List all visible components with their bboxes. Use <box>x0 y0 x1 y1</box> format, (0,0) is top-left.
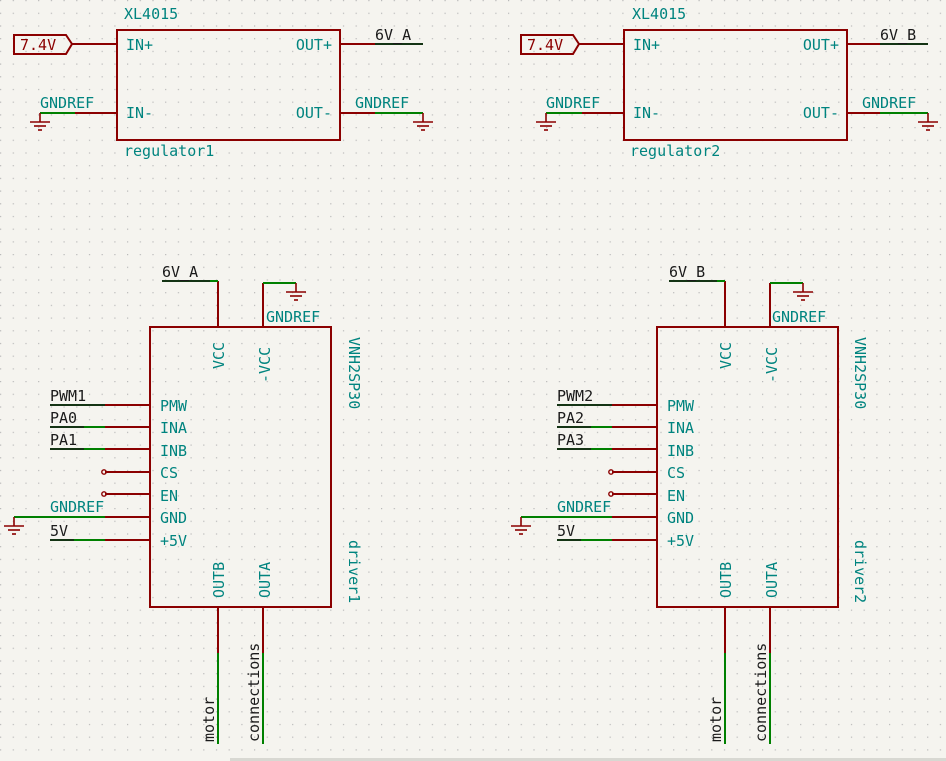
driver-2-pin-gnd: GND <box>667 509 694 527</box>
driver-2-net-5v: 5V <box>557 522 575 540</box>
regulator-1-pin-in-pos: IN+ <box>126 36 153 54</box>
driver-2-pin-pmw: PMW <box>667 397 695 415</box>
regulator-2-gnd-right-icon <box>918 113 938 131</box>
driver-1-pin-cs: CS <box>160 464 178 482</box>
driver-1-net-motor: motor <box>200 697 218 742</box>
driver-2-pin-inb: INB <box>667 442 694 460</box>
regulator-2-input-flag[interactable] <box>520 34 581 55</box>
regulator-2-gnd-right-label: GNDREF <box>862 94 916 112</box>
driver-2-pin-outa: OUTA <box>763 562 781 598</box>
driver-1-body[interactable] <box>149 326 332 608</box>
driver-1-pin-ina: INA <box>160 419 187 437</box>
regulator-1-pin-out-pos: OUT+ <box>296 36 332 54</box>
regulator-2-ref: regulator2 <box>630 142 720 160</box>
driver-1-gnd-top-icon <box>286 283 306 301</box>
regulator-2-input-label: 7.4V <box>527 36 563 54</box>
regulator-2-part: XL4015 <box>632 5 686 23</box>
regulator-2-gnd-left-icon <box>536 113 556 131</box>
regulator-1-gnd-left-label: GNDREF <box>40 94 94 112</box>
regulator-2-pin-out-neg: OUT- <box>803 104 839 122</box>
driver-1-gnd-left-icon <box>4 517 24 535</box>
driver-2-en-unconnected <box>608 491 614 497</box>
driver-1-ref: driver1 <box>345 540 363 603</box>
driver-2-net-pwm: PWM2 <box>557 387 593 405</box>
driver-1-net-inb: PA1 <box>50 431 77 449</box>
driver-1-part: VNH2SP30 <box>345 337 363 409</box>
driver-2-net-motor: motor <box>707 697 725 742</box>
driver-2-gnd-top-icon <box>793 283 813 301</box>
regulator-2-pin-in-neg: IN- <box>633 104 660 122</box>
regulator-1-input-flag[interactable] <box>13 34 74 55</box>
driver-2-pin-outb: OUTB <box>717 562 735 598</box>
driver-1-net-gnd: GNDREF <box>50 498 104 516</box>
driver-2-pin-vcc: VCC <box>717 342 735 369</box>
driver-1-en-unconnected <box>101 491 107 497</box>
regulator-2-body[interactable] <box>623 29 848 141</box>
regulator-1-ref: regulator1 <box>124 142 214 160</box>
driver-2-net-connections: connections <box>752 643 770 742</box>
regulator-2[interactable]: XL4015 regulator2 IN+ IN- OUT+ OUT- 7.4V… <box>520 5 938 160</box>
driver-1-pin-outb: OUTB <box>210 562 228 598</box>
driver-1[interactable]: VNH2SP30 driver1 VCC -VCC 6V_A GNDREF PM… <box>4 263 363 744</box>
regulator-1-body[interactable] <box>116 29 341 141</box>
driver-1-gnd-net: GNDREF <box>266 308 320 326</box>
driver-1-pin-5v: +5V <box>160 532 187 550</box>
driver-2-pin-en: EN <box>667 487 685 505</box>
regulator-1-pin-out-neg: OUT- <box>296 104 332 122</box>
driver-1-cs-unconnected <box>101 469 107 475</box>
driver-1-pin-neg-vcc: -VCC <box>256 347 274 383</box>
regulator-1-gnd-left-icon <box>30 113 50 131</box>
driver-1-net-connections: connections <box>245 643 263 742</box>
driver-1-pin-en: EN <box>160 487 178 505</box>
horizontal-scrollbar[interactable] <box>230 758 946 761</box>
regulator-2-gnd-left-label: GNDREF <box>546 94 600 112</box>
driver-1-pin-pmw: PMW <box>160 397 188 415</box>
regulator-1-input-label: 7.4V <box>20 36 56 54</box>
driver-1-net-pwm: PWM1 <box>50 387 86 405</box>
regulator-2-output-label: 6V_B <box>880 26 916 44</box>
regulator-1-gnd-right-label: GNDREF <box>355 94 409 112</box>
regulator-1-pin-in-neg: IN- <box>126 104 153 122</box>
driver-1-pin-gnd: GND <box>160 509 187 527</box>
driver-2-net-ina: PA2 <box>557 409 584 427</box>
driver-2-gnd-net: GNDREF <box>772 308 826 326</box>
regulator-2-pin-in-pos: IN+ <box>633 36 660 54</box>
driver-2-pin-ina: INA <box>667 419 694 437</box>
regulator-1[interactable]: XL4015 regulator1 IN+ IN- OUT+ OUT- 7.4V… <box>13 5 433 160</box>
driver-2-body[interactable] <box>656 326 839 608</box>
driver-2[interactable]: VNH2SP30 driver2 VCC -VCC 6V_B GNDREF PM… <box>511 263 869 744</box>
driver-2-ref: driver2 <box>851 540 869 603</box>
driver-1-pin-outa: OUTA <box>256 562 274 598</box>
driver-1-pin-inb: INB <box>160 442 187 460</box>
driver-2-vcc-net: 6V_B <box>669 263 705 281</box>
driver-2-pin-5v: +5V <box>667 532 694 550</box>
driver-1-vcc-net: 6V_A <box>162 263 198 281</box>
driver-2-pin-cs: CS <box>667 464 685 482</box>
driver-2-net-gnd: GNDREF <box>557 498 611 516</box>
driver-2-cs-unconnected <box>608 469 614 475</box>
driver-2-pin-neg-vcc: -VCC <box>763 347 781 383</box>
regulator-1-gnd-right-icon <box>413 113 433 131</box>
driver-2-gnd-left-icon <box>511 517 531 535</box>
driver-2-part: VNH2SP30 <box>851 337 869 409</box>
regulator-2-pin-out-pos: OUT+ <box>803 36 839 54</box>
driver-2-net-inb: PA3 <box>557 431 584 449</box>
driver-1-net-ina: PA0 <box>50 409 77 427</box>
regulator-1-part: XL4015 <box>124 5 178 23</box>
driver-1-pin-vcc: VCC <box>210 342 228 369</box>
driver-1-net-5v: 5V <box>50 522 68 540</box>
regulator-1-output-label: 6V_A <box>375 26 411 44</box>
